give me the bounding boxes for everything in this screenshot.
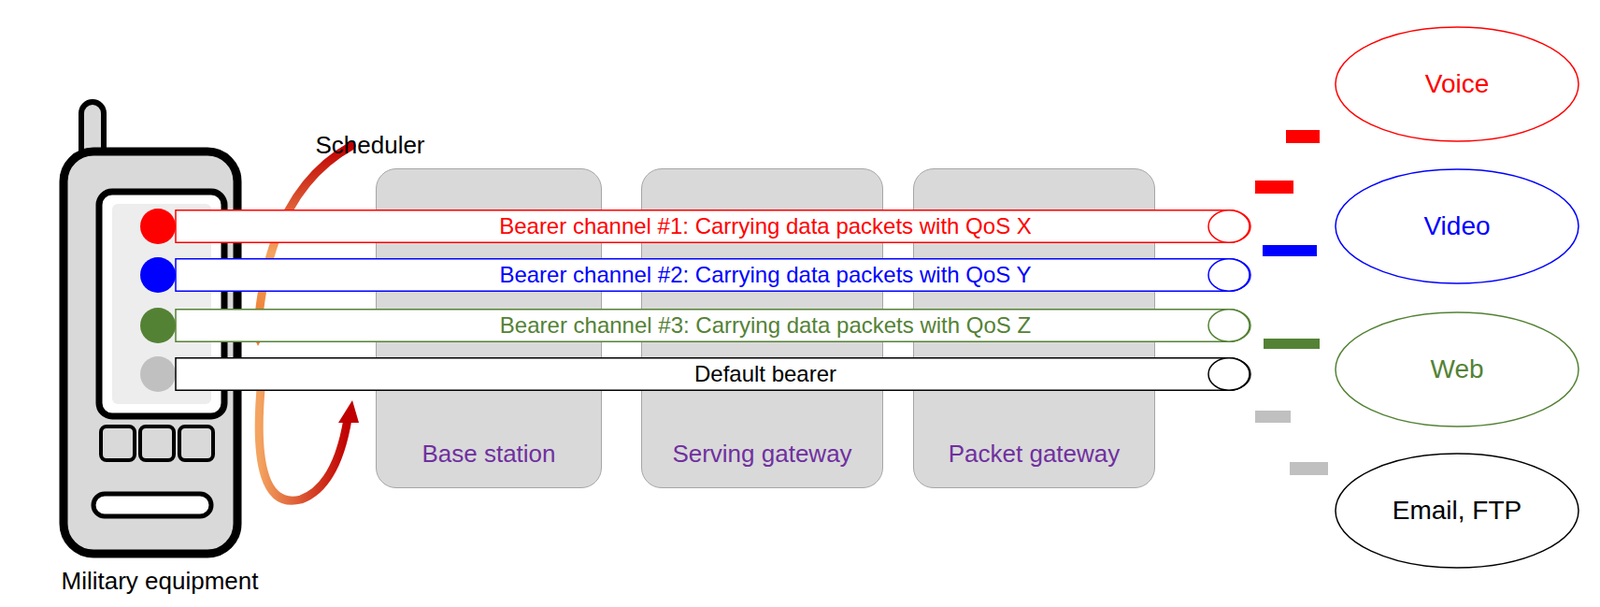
packet-dashes — [1255, 129, 1329, 475]
scheduler-label: Scheduler — [314, 130, 425, 160]
device-label: Military equipment — [61, 566, 259, 596]
node-text: Bearer channel #3: Carrying data packets… — [500, 312, 1031, 339]
node-text: Voice — [1425, 69, 1490, 100]
node-text: Default bearer — [694, 360, 837, 387]
service-ellipse: Voice — [1334, 26, 1580, 143]
node-text: Bearer channel #2: Carrying data packets… — [499, 261, 1031, 288]
default-bearer: Default bearer — [175, 357, 1251, 391]
bearer-dots — [140, 208, 176, 392]
node-text: Bearer channel #1: Carrying data packets… — [499, 213, 1032, 240]
node-text: Email, FTP — [1392, 495, 1522, 526]
node-text: Serving gateway — [671, 439, 852, 469]
service-ellipse: Web — [1334, 311, 1580, 428]
bearer-channel: Bearer channel #3: Carrying data packets… — [175, 308, 1251, 343]
node-text: Base station — [421, 439, 556, 469]
node-text: Web — [1429, 354, 1484, 385]
node-text: Video — [1423, 211, 1490, 242]
bearer-channel: Bearer channel #2: Carrying data packets… — [175, 257, 1251, 292]
node-text: Packet gateway — [948, 439, 1121, 469]
service-ellipse: Email, FTP — [1334, 452, 1580, 569]
service-ellipse: Video — [1334, 168, 1580, 285]
bearer-channel: Bearer channel #1: Carrying data packets… — [175, 209, 1251, 243]
